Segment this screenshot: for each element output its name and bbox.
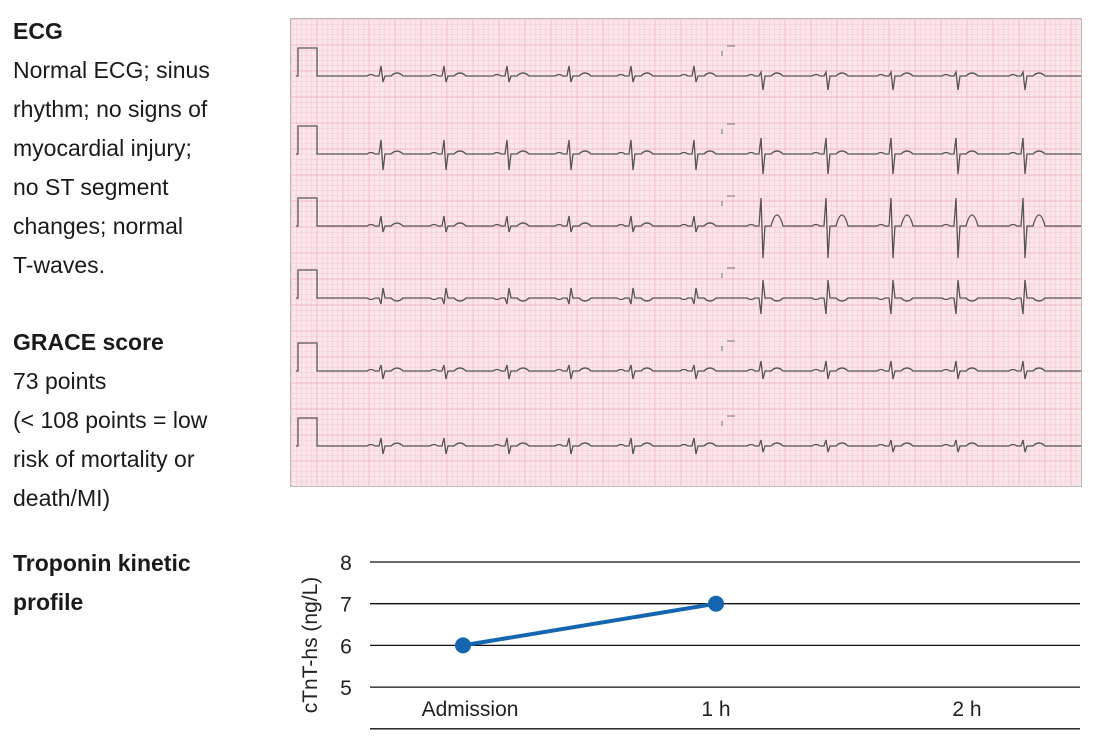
ecg-lead-trace — [296, 342, 1081, 380]
grace-text-line: death/MI) — [13, 485, 111, 511]
grace-section: GRACE score 73 points (< 108 points = lo… — [13, 323, 283, 518]
lead-marker — [721, 123, 735, 134]
ecg-text-line: rhythm; no signs of — [13, 96, 208, 122]
data-point — [708, 595, 724, 612]
grace-heading: GRACE score — [13, 329, 164, 355]
y-tick-label: 7 — [340, 594, 352, 617]
ecg-heading: ECG — [13, 18, 63, 44]
data-point — [455, 637, 471, 654]
lead-marker — [721, 195, 735, 206]
ecg-text-line: myocardial injury; — [13, 135, 192, 161]
ecg-lead-trace — [296, 125, 1081, 175]
ecg-lead-trace — [296, 47, 1081, 91]
ecg-lead-trace — [296, 417, 1081, 455]
ecg-tracing-image — [290, 18, 1082, 487]
y-tick-label: 8 — [340, 552, 352, 575]
troponin-chart: cTnT-hs (ng/L) 8 7 6 5 Admission 1 h 2 h — [299, 552, 1080, 730]
ecg-lead-trace — [296, 269, 1081, 315]
series-line — [462, 601, 717, 648]
lead-marker — [721, 267, 735, 278]
x-tick-label: 1 h — [701, 698, 730, 721]
ecg-text-line: T-waves. — [13, 252, 106, 278]
troponin-heading: Troponin kinetic — [13, 550, 191, 576]
troponin-section: Troponin kinetic profile — [13, 544, 283, 622]
y-axis-label: cTnT-hs (ng/L) — [299, 577, 322, 714]
grace-text-line: (< 108 points = low — [13, 407, 208, 433]
grace-text-line: risk of mortality or — [13, 446, 195, 472]
lead-marker — [721, 45, 735, 56]
ecg-section: ECG Normal ECG; sinus rhythm; no signs o… — [13, 12, 283, 285]
ecg-text-line: changes; normal — [13, 213, 184, 239]
ecg-lead-trace — [296, 197, 1081, 259]
x-tick-label: 2 h — [952, 698, 981, 721]
lead-marker — [721, 340, 735, 351]
lead-marker — [721, 415, 735, 426]
y-tick-label: 6 — [340, 635, 352, 658]
grace-text-line: 73 points — [13, 368, 107, 394]
x-tick-label: Admission — [422, 698, 519, 721]
troponin-heading: profile — [13, 589, 84, 615]
ecg-text-line: Normal ECG; sinus — [13, 57, 210, 83]
y-tick-label: 5 — [340, 677, 352, 700]
ecg-text-line: no ST segment — [13, 174, 169, 200]
